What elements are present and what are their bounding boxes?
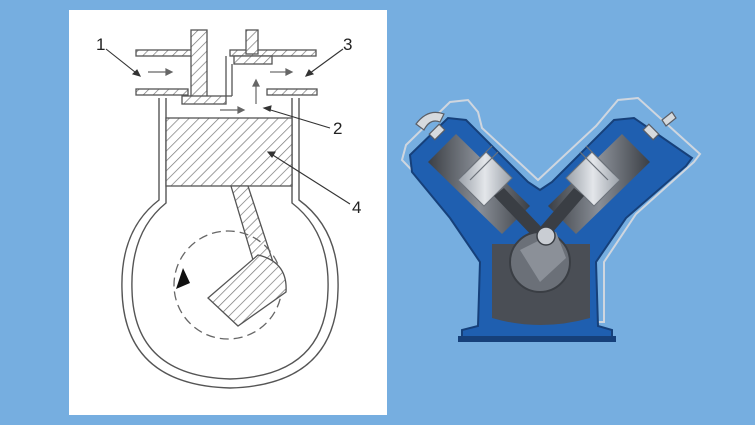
flow-arrow-icon xyxy=(148,68,294,114)
valve-divider xyxy=(225,56,233,97)
v-twin-compressor-cutaway-icon xyxy=(400,96,702,342)
intake-valve xyxy=(181,29,227,105)
valve-heads xyxy=(415,111,677,141)
piston-rings xyxy=(463,145,615,181)
label-2: 2 xyxy=(333,119,342,138)
cylinder-crankcase-outline xyxy=(121,98,339,389)
base-foot xyxy=(458,336,616,342)
exhaust-valve xyxy=(233,29,273,65)
left-conrod xyxy=(494,188,546,240)
crank-pin xyxy=(536,226,556,246)
label-4: 4 xyxy=(352,198,361,217)
label-1: 1 xyxy=(96,35,105,54)
leader-lines xyxy=(105,48,351,205)
label-3: 3 xyxy=(343,35,352,54)
valve-plate xyxy=(135,49,318,96)
schematic-panel: 1 3 2 4 xyxy=(69,10,387,415)
schematic-background xyxy=(69,10,387,415)
crank-counterweight xyxy=(207,254,287,327)
crank-web xyxy=(520,232,566,282)
rotation-arrow-icon xyxy=(176,268,190,289)
